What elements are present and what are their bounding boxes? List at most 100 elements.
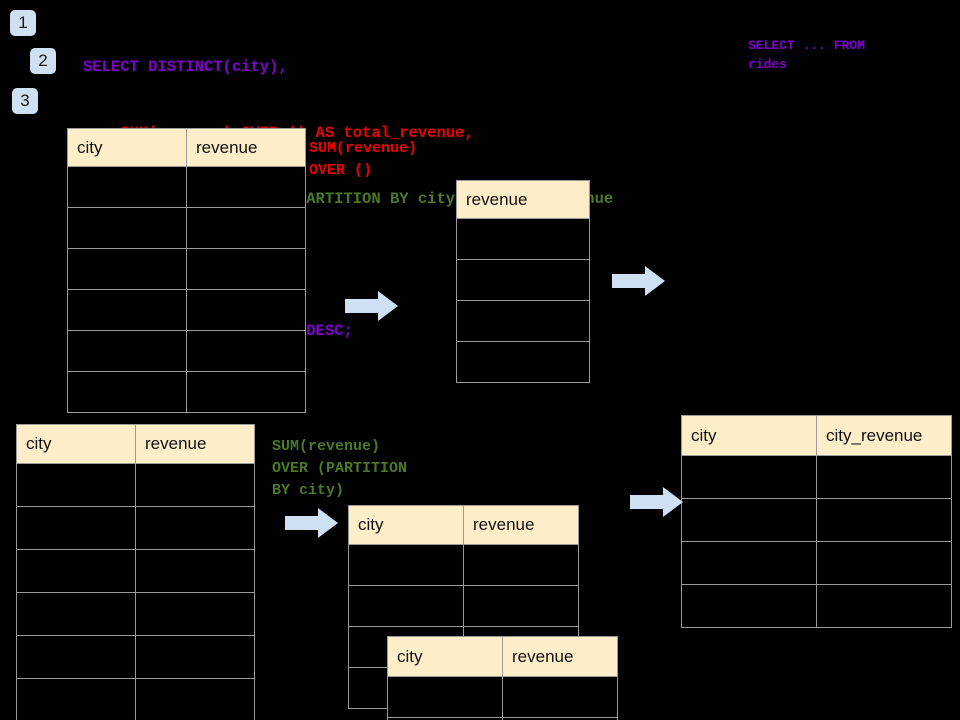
table-cell [456, 341, 590, 383]
table-row [456, 218, 590, 260]
table-cell [816, 498, 952, 542]
table-cell [681, 541, 817, 585]
table-row [67, 289, 306, 331]
table-cell [502, 717, 618, 720]
right-arrow-icon [285, 508, 338, 538]
sql-note-select-from-rides: SELECT ... FROM rides [748, 38, 866, 72]
table-row [67, 371, 306, 413]
table-row [456, 341, 590, 383]
table-body [387, 676, 618, 720]
table-row [456, 259, 590, 301]
table-cell [16, 635, 136, 679]
table-cell [816, 541, 952, 585]
table-cell [681, 584, 817, 628]
table-cell [67, 371, 187, 413]
column-header-revenue: revenue [502, 636, 618, 677]
table-header-row: revenue [456, 180, 590, 219]
table-cell [348, 585, 464, 627]
table-row [387, 676, 618, 718]
table-result: city city_revenue [681, 415, 952, 628]
column-header-revenue: revenue [456, 180, 590, 219]
table-row [16, 506, 255, 550]
table-body [67, 166, 306, 413]
table-cell [348, 544, 464, 586]
table-cell [16, 678, 136, 720]
table-row [348, 544, 579, 586]
table-cell [135, 635, 255, 679]
table-row [681, 541, 952, 585]
step-badge-2: 2 [30, 48, 56, 74]
table-cell [186, 207, 306, 249]
right-arrow-icon [630, 487, 683, 517]
table-cell [135, 549, 255, 593]
table-cell [186, 289, 306, 331]
table-cell [456, 300, 590, 342]
table-cell [67, 330, 187, 372]
table-row [67, 207, 306, 249]
table-cell [135, 506, 255, 550]
table-cell [387, 676, 503, 718]
column-header-city-revenue: city_revenue [816, 415, 952, 456]
table-cell [186, 166, 306, 208]
table-cell [135, 678, 255, 720]
column-header-city: city [67, 128, 187, 167]
table-body [456, 218, 590, 383]
column-header-city: city [681, 415, 817, 456]
column-header-revenue: revenue [135, 424, 255, 464]
annotation-over-empty: SUM(revenue) OVER () [309, 140, 418, 179]
table-partition-front: city revenue [387, 636, 618, 720]
table-body [16, 463, 255, 720]
table-cell [816, 455, 952, 499]
table-row [16, 635, 255, 679]
table-cell [456, 218, 590, 260]
table-cell [67, 207, 187, 249]
table-source-bottom: city revenue [16, 424, 255, 720]
table-row [16, 463, 255, 507]
table-cell [16, 463, 136, 507]
table-header-row: city revenue [387, 636, 618, 677]
table-row [16, 592, 255, 636]
step-badge-1: 1 [10, 10, 36, 36]
table-row [681, 498, 952, 542]
table-cell [186, 330, 306, 372]
table-row [456, 300, 590, 342]
right-arrow-icon [612, 266, 665, 296]
column-header-city: city [348, 505, 464, 545]
table-cell [463, 544, 579, 586]
table-row [681, 584, 952, 628]
table-cell [16, 549, 136, 593]
table-source-top: city revenue [67, 128, 306, 413]
sql-line-select: SELECT DISTINCT(city), [83, 58, 288, 76]
column-header-city: city [16, 424, 136, 464]
column-header-revenue: revenue [463, 505, 579, 545]
table-cell [186, 371, 306, 413]
table-cell [681, 455, 817, 499]
column-header-revenue: revenue [186, 128, 306, 167]
table-cell [135, 463, 255, 507]
table-row [681, 455, 952, 499]
table-cell [67, 289, 187, 331]
table-row [67, 166, 306, 208]
table-cell [16, 506, 136, 550]
table-body [681, 455, 952, 628]
table-cell [67, 166, 187, 208]
table-cell [456, 259, 590, 301]
table-cell [463, 585, 579, 627]
table-row [348, 585, 579, 627]
table-row [387, 717, 618, 720]
right-arrow-icon [345, 291, 398, 321]
table-cell [135, 592, 255, 636]
table-header-row: city revenue [16, 424, 255, 464]
table-total-revenue: revenue [456, 180, 590, 383]
table-row [16, 549, 255, 593]
column-header-city: city [387, 636, 503, 677]
table-partition-back: city revenue [348, 505, 579, 709]
table-cell [681, 498, 817, 542]
table-cell [502, 676, 618, 718]
table-header-row: city revenue [67, 128, 306, 167]
table-cell [16, 592, 136, 636]
annotation-over-partition: SUM(revenue) OVER (PARTITION BY city) [272, 438, 408, 499]
table-cell [186, 248, 306, 290]
table-cell [67, 248, 187, 290]
